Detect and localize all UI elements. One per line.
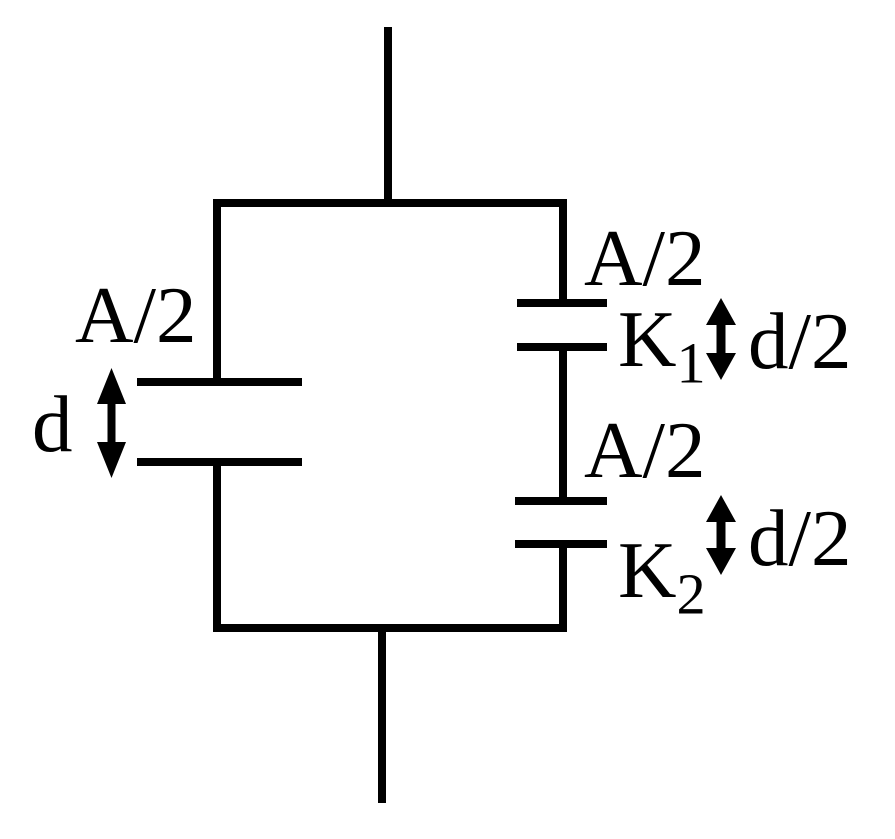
left-branch-lower-wire — [213, 462, 221, 632]
k2-gap-double-arrow-icon — [706, 495, 736, 575]
k2-dielectric-symbol: K — [618, 525, 677, 615]
k1-gap-double-arrow-icon — [706, 298, 736, 380]
left-capacitor-top-plate — [137, 378, 302, 386]
k2-dielectric-label: K2 — [618, 530, 706, 624]
right-branch-middle-wire — [559, 347, 567, 502]
top-bus-wire — [213, 199, 567, 207]
left-gap-double-arrow-icon — [97, 368, 126, 478]
right-branch-lower-wire — [559, 544, 567, 632]
left-capacitor-gap-label: d — [32, 379, 73, 469]
k1-dielectric-label: K1 — [618, 299, 706, 393]
left-branch-upper-wire — [213, 199, 221, 380]
k2-capacitor-area-label: A/2 — [584, 405, 706, 495]
k1-dielectric-symbol: K — [618, 294, 677, 384]
k1-gap-label: d/2 — [748, 296, 852, 386]
k1-capacitor-top-plate — [517, 299, 607, 307]
k2-dielectric-subscript: 2 — [676, 561, 706, 627]
k2-capacitor-top-plate — [515, 497, 607, 505]
top-terminal-wire — [384, 27, 392, 203]
left-capacitor-area-label: A/2 — [75, 270, 197, 360]
k1-capacitor-area-label: A/2 — [584, 213, 706, 303]
bottom-bus-wire — [213, 624, 567, 632]
right-branch-upper-wire — [559, 199, 567, 304]
bottom-terminal-wire — [378, 628, 386, 803]
k2-gap-label: d/2 — [748, 493, 852, 583]
k1-dielectric-subscript: 1 — [676, 330, 706, 396]
